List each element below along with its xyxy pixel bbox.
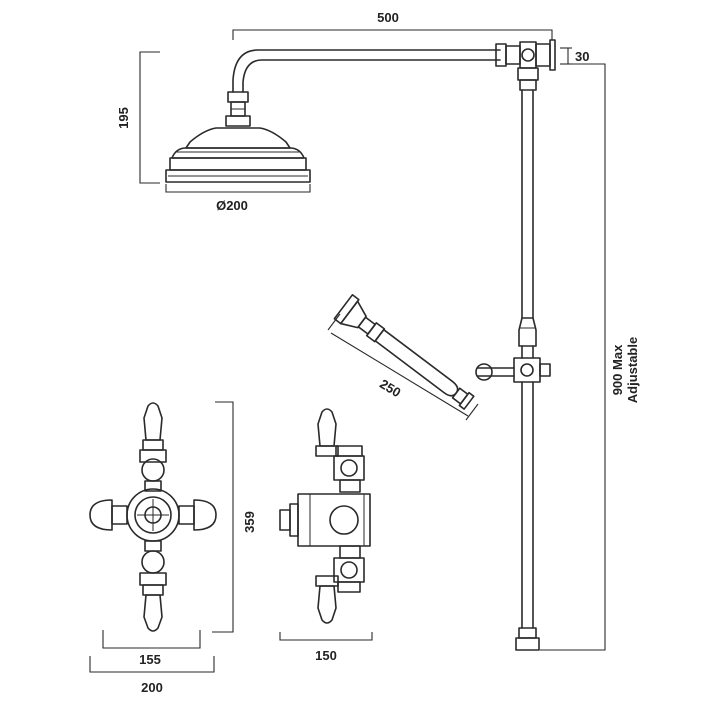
valve-outer-width-label: 200 (141, 680, 163, 695)
shower-arm (227, 49, 501, 117)
valve-depth-label: 150 (315, 648, 337, 663)
valve-inner-width-label: 155 (139, 652, 161, 667)
dimension-lines (89, 29, 606, 673)
arm-length-label: 500 (377, 10, 399, 25)
shower-head (165, 115, 311, 183)
arm-drop-label: 30 (575, 49, 589, 64)
riser-height-label-line1: 900 Max (610, 344, 625, 395)
riser-height-label-line2: Adjustable (625, 337, 640, 403)
valve-side-view (279, 408, 371, 624)
valve-front-view (89, 402, 217, 632)
valve-height-label: 359 (242, 511, 257, 533)
riser-rail (495, 39, 556, 651)
dimension-labels: 500 30 195 Ø200 250 900 Max Adjustable 3… (116, 10, 640, 695)
handset-length-label: 250 (377, 376, 403, 400)
hand-shower (333, 294, 515, 410)
head-diameter-label: Ø200 (216, 198, 248, 213)
head-height-label: 195 (116, 107, 131, 129)
